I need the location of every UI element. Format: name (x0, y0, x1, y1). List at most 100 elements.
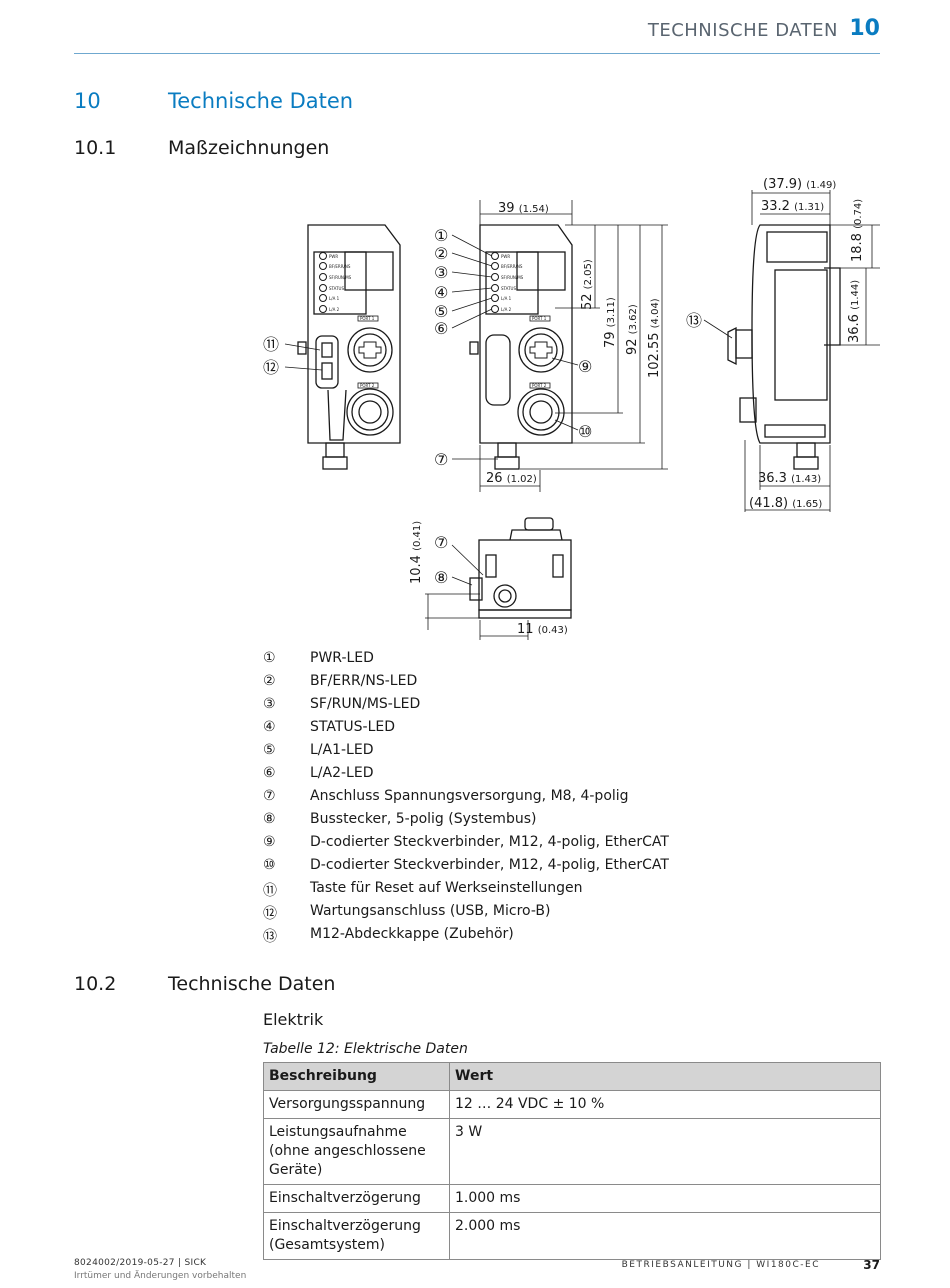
legend-number: ⑥ (263, 765, 276, 781)
table-cell: Leistungsaufnahme (ohne angeschlossene G… (263, 1118, 450, 1185)
legend-text: Wartungsanschluss (USB, Micro-B) (310, 903, 551, 919)
legend-text: SF/RUN/MS-LED (310, 696, 421, 712)
legend-item: ① PWR-LED (263, 650, 763, 673)
legend-number: ⑪ (263, 883, 277, 899)
table-cell: 1.000 ms (449, 1184, 881, 1213)
callout-2: ② (434, 244, 448, 263)
legend-text: D-codierter Steckverbinder, M12, 4-polig… (310, 857, 669, 873)
led-label-b-5: L/A 1 (501, 296, 512, 301)
callout-6: ⑥ (434, 319, 448, 338)
electrical-data-table: Beschreibung Wert Versorgungsspannung 12… (263, 1062, 881, 1260)
legend-item: ⑫ Wartungsanschluss (USB, Micro-B) (263, 903, 763, 926)
led-label-b-4: STATUS (501, 286, 516, 291)
table-cell: 12 … 24 VDC ± 10 % (449, 1090, 881, 1119)
callout-10: ⑩ (578, 422, 592, 441)
dim-26: 26 (1.02) (486, 471, 537, 486)
legend-item: ③ SF/RUN/MS-LED (263, 696, 763, 719)
callout-11: ⑪ (263, 335, 279, 354)
callout-legend: ① PWR-LED ② BF/ERR/NS-LED ③ SF/RUN/MS-LED ④… (263, 650, 763, 949)
dim-37-9: (37.9) (1.49) (763, 177, 836, 192)
table-row: Einschaltverzögerung 1.000 ms (263, 1184, 881, 1213)
table-caption: Tabelle 12: Elektrische Daten (263, 1041, 468, 1057)
port1-label-a: PORT 1 (360, 316, 375, 321)
callout-3: ③ (434, 263, 448, 282)
table-cell: 2.000 ms (449, 1212, 881, 1260)
footer-document-id: 8024002/2019-05-27 | SICK (74, 1258, 207, 1268)
table-cell: Einschaltverzögerung (Gesamtsystem) (263, 1212, 450, 1260)
table-cell: Einschaltverzögerung (263, 1184, 450, 1213)
dim-79: 79 (3.11) (603, 297, 618, 348)
legend-number: ⑬ (263, 929, 277, 945)
legend-text: Anschluss Spannungsversorgung, M8, 4-pol… (310, 788, 629, 804)
footer-disclaimer: Irrtümer und Änderungen vorbehalten (74, 1271, 247, 1281)
device-front-view-dimensioned (469, 224, 573, 470)
page-number: 37 (863, 1258, 880, 1272)
legend-number: ① (263, 650, 276, 666)
callout-5: ⑤ (434, 302, 448, 321)
dim-33-2: 33.2 (1.31) (761, 199, 824, 214)
led-label-b-3: SF/RUN/MS (501, 275, 524, 280)
led-label-a-3: SF/RUN/MS (329, 275, 352, 280)
table-row: Einschaltverzögerung (Gesamtsystem) 2.00… (263, 1212, 881, 1260)
legend-text: L/A2-LED (310, 765, 374, 781)
legend-item: ⑥ L/A2-LED (263, 765, 763, 788)
legend-text: STATUS-LED (310, 719, 396, 735)
running-header-title: TECHNISCHE DATEN (647, 20, 838, 41)
led-label-a-6: L/A 2 (329, 307, 340, 312)
legend-number: ③ (263, 696, 276, 712)
table-cell: Versorgungsspannung (263, 1090, 450, 1119)
legend-item: ⑨ D-codierter Steckverbinder, M12, 4-poli… (263, 834, 763, 857)
legend-number: ⑤ (263, 742, 276, 758)
legend-text: D-codierter Steckverbinder, M12, 4-polig… (310, 834, 669, 850)
callout-9: ⑨ (578, 357, 592, 376)
led-label-a-1: PWR (329, 254, 338, 259)
subsection-heading: Elektrik (263, 1010, 324, 1029)
port2-label-b: PORT 2 (532, 383, 547, 388)
legend-number: ② (263, 673, 276, 689)
callout-12: ⑫ (263, 358, 279, 377)
device-side-view (727, 224, 841, 470)
legend-item: ⑦ Anschluss Spannungsversorgung, M8, 4-po… (263, 788, 763, 811)
header-divider (74, 53, 880, 54)
dim-10-4: 10.4 (0.41) (409, 521, 424, 584)
callout-1: ① (434, 226, 448, 245)
legend-number: ⑫ (263, 906, 277, 922)
dim-18-8: 18.8 (0.74) (850, 199, 865, 262)
section-title: Maßzeichnungen (168, 137, 330, 159)
section-title: Technische Daten (168, 973, 336, 995)
footer-document-title: BETRIEBSANLEITUNG | WI180C-EC (621, 1260, 820, 1270)
legend-text: M12-Abdeckkappe (Zubehör) (310, 926, 514, 942)
chapter-number: 10 (74, 89, 101, 113)
led-label-b-1: PWR (501, 254, 510, 259)
dim-36-3: 36.3 (1.43) (758, 471, 821, 486)
dim-92: 92 (3.62) (625, 304, 640, 355)
led-label-b-2: BF/ERR/NS (501, 264, 523, 269)
section-number: 10.2 (74, 973, 117, 995)
table-row: Leistungsaufnahme (ohne angeschlossene G… (263, 1118, 881, 1185)
device-bottom-view (469, 517, 572, 619)
legend-text: PWR-LED (310, 650, 374, 666)
dim-36-6: 36.6 (1.44) (847, 280, 862, 343)
dim-102-55: 102.55 (4.04) (647, 298, 662, 378)
callout-7: ⑦ (434, 450, 448, 469)
callout-4: ④ (434, 283, 448, 302)
running-header-chapter-number: 10 (849, 16, 880, 41)
table-header-row: Beschreibung Wert (263, 1062, 881, 1091)
column-header: Beschreibung (263, 1062, 450, 1091)
callout-8: ⑧ (434, 568, 448, 587)
port1-label-b: PORT 1 (532, 316, 547, 321)
dim-11: 11 (0.43) (517, 622, 568, 637)
legend-text: Busstecker, 5-polig (Systembus) (310, 811, 537, 827)
device-front-view-left (297, 224, 401, 470)
dim-41-8: (41.8) (1.65) (749, 496, 822, 511)
chapter-title: Technische Daten (168, 89, 354, 113)
led-label-a-2: BF/ERR/NS (329, 264, 351, 269)
legend-number: ⑦ (263, 788, 276, 804)
legend-text: BF/ERR/NS-LED (310, 673, 418, 689)
dim-39: 39 (1.54) (498, 201, 549, 216)
legend-number: ⑨ (263, 834, 276, 850)
table-cell: 3 W (449, 1118, 881, 1185)
